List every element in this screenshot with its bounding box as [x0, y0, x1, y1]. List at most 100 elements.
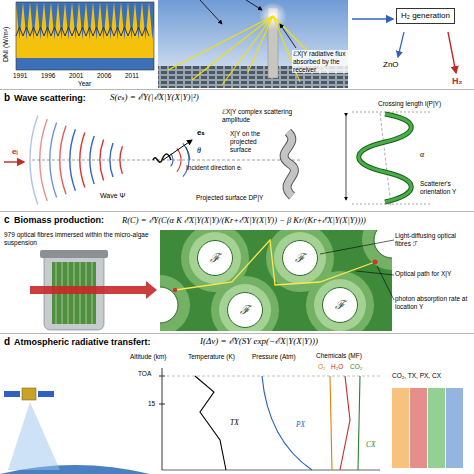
algae-suspension [173, 288, 177, 292]
algae-suspension [373, 260, 378, 265]
variable-label: CX [366, 440, 376, 449]
panel-title: Wave scattering: [14, 93, 86, 104]
helix-scatterer [359, 114, 412, 202]
projected-surface [284, 132, 294, 196]
atmosphere-profiles [159, 404, 165, 405]
algae-suspension [160, 230, 392, 331]
scattered-wave [177, 148, 181, 171]
formula: I(Δν) = ℰY(SY exp(−ℰX|Y(X|Y))) [200, 336, 318, 347]
algae-suspension [219, 284, 271, 331]
chemical-label: ZnO [383, 60, 399, 70]
satellite-scene [0, 388, 150, 474]
panel-letter: b [4, 92, 10, 104]
axis-title: Chemicals (MF) [316, 352, 362, 360]
annotation: Scatterer's orientation Y [420, 180, 470, 196]
atmosphere-profiles [262, 376, 312, 470]
solar-tower-photo [280, 24, 296, 48]
algae-suspension [211, 276, 279, 331]
angle-label: θ [197, 146, 201, 156]
axis-title: Pressure (Atm) [252, 353, 296, 361]
satellite-scene [4, 391, 20, 397]
projected-surface [284, 132, 294, 196]
atmosphere-profiles [195, 376, 226, 470]
helix-scatterer [352, 112, 432, 113]
column-bars [410, 388, 427, 468]
variable-label: TX [230, 418, 239, 427]
annotation: X|Y on the projected surface [230, 130, 274, 153]
helix-scatterer [352, 204, 432, 205]
solar-tower-photo [158, 0, 348, 88]
panel-separator [0, 90, 474, 334]
product-label: H₂ [452, 76, 463, 87]
algae-suspension [160, 275, 190, 331]
tick-label: 1996 [41, 72, 55, 80]
helix-scatterer [380, 113, 391, 206]
formula: R(C) = ℰY(C(α K ℰX|Y(X|Y)/(Kr+ℰX|Y(X|Y))… [122, 215, 470, 225]
column-bars [392, 388, 409, 468]
box-label: H₂ generation [401, 11, 450, 21]
dni-chart [16, 2, 154, 70]
solar-tower-photo [246, 0, 262, 10]
satellite-scene [8, 402, 60, 470]
vector-label: eₛ [197, 128, 205, 138]
solar-tower-photo [200, 0, 222, 24]
annotation: Optical path for X|Y [395, 270, 471, 278]
tick-label: 2006 [97, 72, 111, 80]
dni-chart [16, 2, 154, 70]
leader-line [320, 240, 394, 254]
algae-suspension [175, 240, 375, 290]
scattered-vector [163, 140, 192, 160]
formula: S(eₛ) = ℰY(|ℰX|Y(X|Y)|²) [110, 92, 199, 103]
atmosphere-profiles [162, 376, 380, 377]
tick-label: 2001 [69, 72, 83, 80]
atmosphere-profiles [162, 368, 163, 470]
panel-letter: c [4, 214, 10, 226]
atmosphere-profiles [159, 368, 380, 470]
hydrogen-arrows [398, 32, 404, 57]
species-label: O₂ [318, 363, 326, 371]
algae-suspension [189, 232, 366, 331]
satellite-scene [38, 391, 54, 397]
hydrogen-arrows [352, 18, 393, 19]
annotation: 979 optical fibres immersed within the m… [4, 231, 156, 247]
hydrogen-arrows [448, 32, 456, 73]
fibre-circle: ℱ [197, 240, 233, 276]
photobioreactor [40, 250, 108, 258]
atmosphere-profiles [162, 470, 380, 471]
tick-label: 1991 [13, 72, 27, 80]
tick-label: 15 [148, 400, 155, 408]
annotation: Light-diffusing optical fibres ℱ [395, 232, 471, 248]
panel-title: Atmospheric radiative transfert: [14, 337, 151, 348]
solar-tower-photo [248, 16, 273, 72]
atmosphere-profiles [340, 376, 350, 470]
axis-title: Year [78, 80, 91, 88]
photobioreactor [30, 250, 157, 330]
column-bars [428, 388, 445, 468]
axis-label: DNI (W/m²) [2, 27, 10, 62]
scattered-wave [171, 154, 173, 167]
angle-label: α [420, 150, 424, 160]
tick-label: 2011 [125, 72, 139, 80]
satellite-scene [22, 388, 36, 400]
fibre-circle: ℱ [322, 287, 358, 323]
solar-tower-photo [168, 16, 273, 70]
axis-title: Altitude (km) [130, 353, 166, 361]
angle-arc [186, 147, 190, 160]
panel-separator [0, 333, 474, 334]
atmosphere-profiles [358, 376, 360, 470]
helix-scatterer [346, 116, 347, 200]
panel-letter: d [4, 336, 10, 348]
hydrogen-arrows [352, 19, 456, 73]
algae-suspension [274, 232, 326, 284]
species-label: CO₂ [350, 363, 362, 371]
column-bars [446, 388, 463, 468]
algae-suspension [374, 230, 392, 258]
algae-suspension [362, 230, 392, 270]
leader-line [356, 271, 394, 275]
vector-label: eᵢ [12, 147, 18, 157]
annotation: Crossing length l(P|Y) [378, 100, 441, 108]
axis-title: Temperature (K) [188, 353, 235, 361]
fibre-circle: ℱ [227, 292, 263, 328]
annotation: CO₂, TX, PX, CX [392, 372, 441, 380]
